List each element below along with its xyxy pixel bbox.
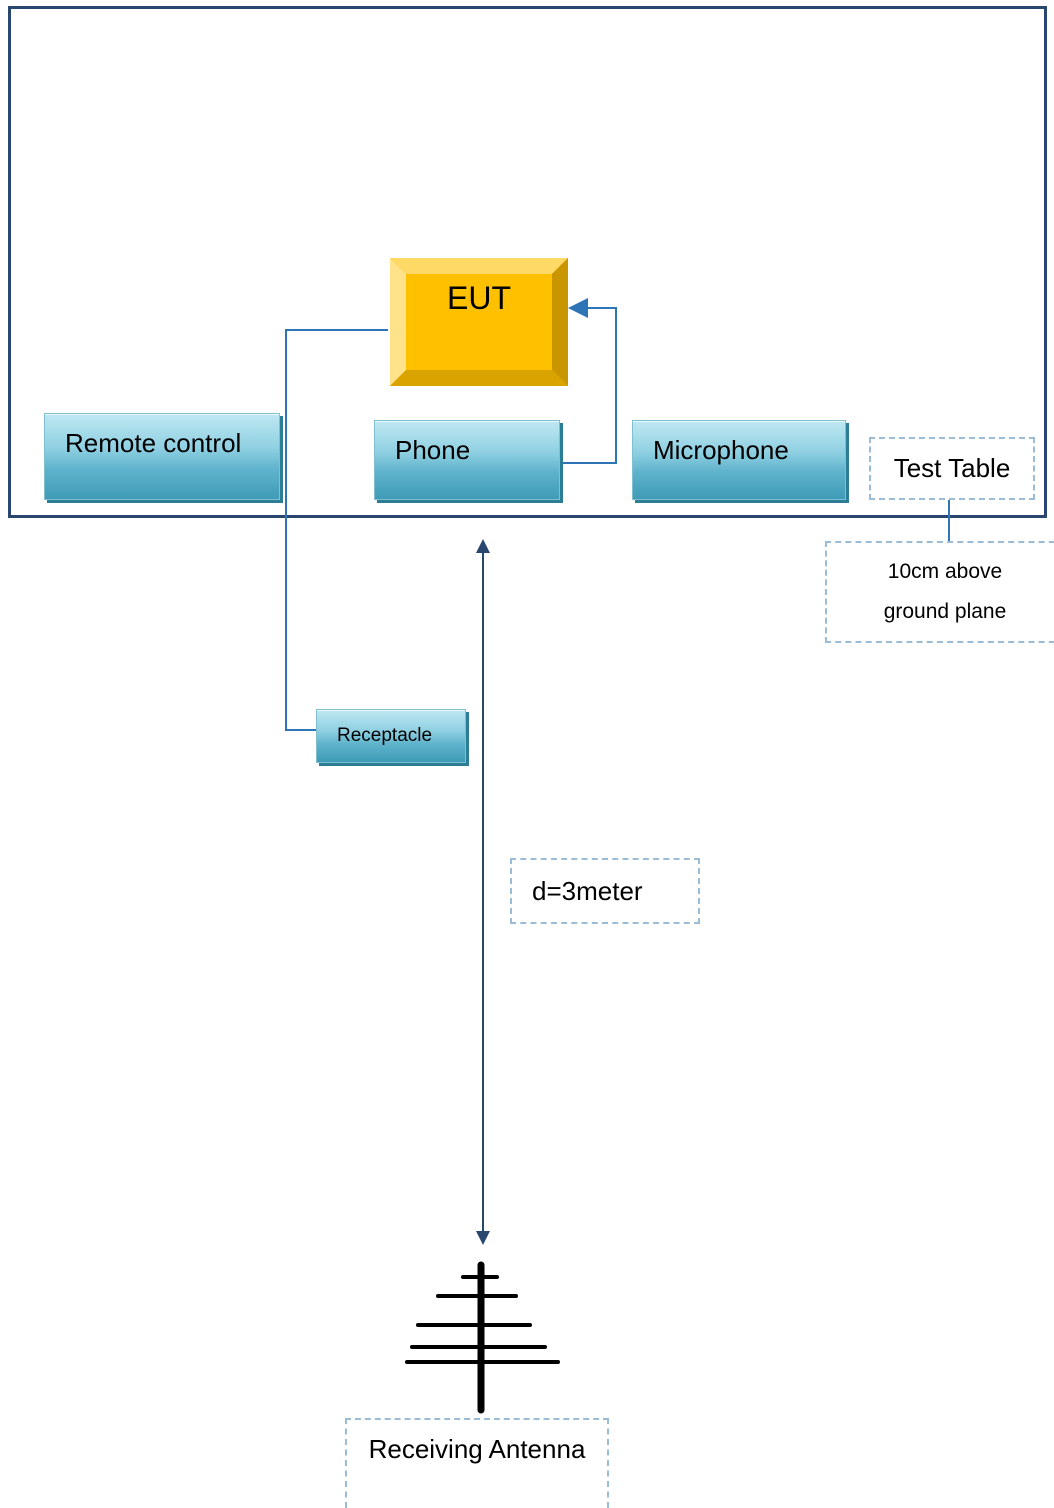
microphone-box: Microphone <box>632 420 846 500</box>
test-table-frame <box>8 6 1047 518</box>
ground-plane-callout: 10cm above ground plane <box>825 541 1054 643</box>
test-table-callout: Test Table <box>869 437 1035 500</box>
antenna-callout: Receiving Antenna <box>345 1418 609 1508</box>
microphone-label: Microphone <box>653 435 789 465</box>
test-table-label: Test Table <box>893 453 1011 483</box>
ground-line-1: 10cm above <box>887 560 1003 583</box>
receptacle-label: Receptacle <box>337 725 433 746</box>
distance-arrow-bottom <box>476 1231 490 1245</box>
receptacle-box: Receptacle <box>316 709 466 763</box>
antenna-icon <box>405 1261 560 1414</box>
remote-control-label: Remote control <box>65 428 242 458</box>
distance-callout: d=3meter <box>510 858 700 924</box>
ground-line-2: ground plane <box>883 600 1007 623</box>
eut-label: EUT <box>447 280 511 316</box>
distance-label: d=3meter <box>532 875 643 906</box>
distance-arrow-top <box>476 539 490 553</box>
eut-box-shape <box>390 258 568 386</box>
remote-control-box: Remote control <box>44 413 280 500</box>
antenna-label: Receiving Antenna <box>368 1434 586 1464</box>
phone-to-eut-cable <box>560 298 617 464</box>
phone-box: Phone <box>374 420 560 500</box>
phone-label: Phone <box>395 435 471 465</box>
receptacle-cable <box>285 329 388 731</box>
